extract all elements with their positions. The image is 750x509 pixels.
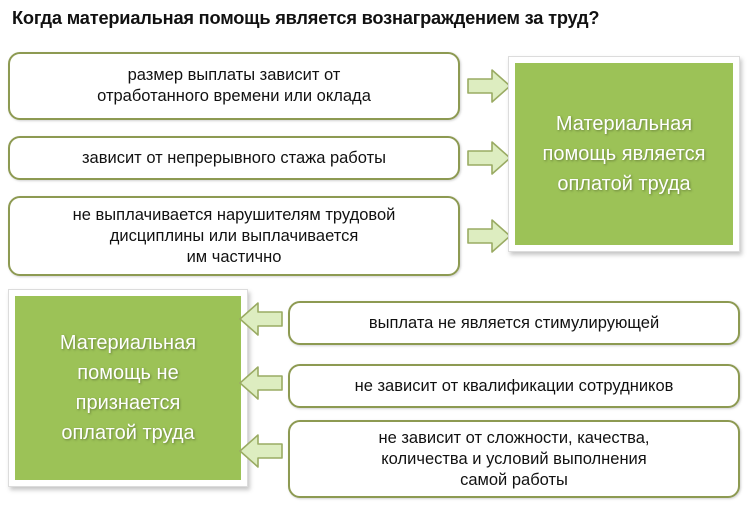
arrow-right-icon <box>466 139 512 177</box>
conclusion-line: оплатой труда <box>557 173 691 195</box>
criterion-line: размер выплаты зависит от <box>127 66 341 84</box>
criterion-line: зависит от непрерывного стажа работы <box>81 148 386 167</box>
arrow-right-icon <box>466 217 512 255</box>
arrow-left-icon <box>238 300 284 338</box>
conclusion-panel-bottom: Материальная помощь не признается оплато… <box>8 289 248 487</box>
criterion-box-top-2: зависит от непрерывного стажа работы <box>8 136 460 180</box>
criterion-line: дисциплины или выплачивается <box>109 226 359 245</box>
criterion-line: не выплачивается нарушителям трудовой <box>72 205 396 224</box>
criterion-line: отработанного времени или оклада <box>97 87 371 105</box>
conclusion-panel-top: Материальная помощь является оплатой тру… <box>508 56 740 252</box>
page-title: Когда материальная помощь является возна… <box>12 7 600 28</box>
arrow-right-icon <box>466 67 512 105</box>
criterion-line: самой работы <box>460 470 568 489</box>
criterion-line: не зависит от квалификации сотрудников <box>354 376 674 395</box>
arrow-left-icon <box>238 432 284 470</box>
conclusion-line: Материальная <box>59 332 197 354</box>
criterion-box-bottom-2: не зависит от квалификации сотрудников <box>288 364 740 408</box>
conclusion-line: признается <box>75 392 181 414</box>
criterion-line: количества и условий выполнения <box>381 449 647 468</box>
arrow-left-icon <box>238 364 284 402</box>
conclusion-line: оплатой труда <box>61 422 195 444</box>
conclusion-line: помощь является <box>542 143 706 165</box>
conclusion-line: Материальная <box>555 113 693 135</box>
conclusion-line: помощь не <box>77 362 179 384</box>
criterion-line: не зависит от сложности, качества, <box>378 428 650 447</box>
criterion-line: им частично <box>186 247 282 266</box>
criterion-box-top-1: размер выплаты зависит от отработанного … <box>8 52 460 120</box>
criterion-box-top-3: не выплачивается нарушителям трудовой ди… <box>8 196 460 276</box>
criterion-box-bottom-1: выплата не является стимулирующей <box>288 301 740 345</box>
criterion-box-bottom-3: не зависит от сложности, качества, колич… <box>288 420 740 498</box>
criterion-line: выплата не является стимулирующей <box>368 313 660 332</box>
